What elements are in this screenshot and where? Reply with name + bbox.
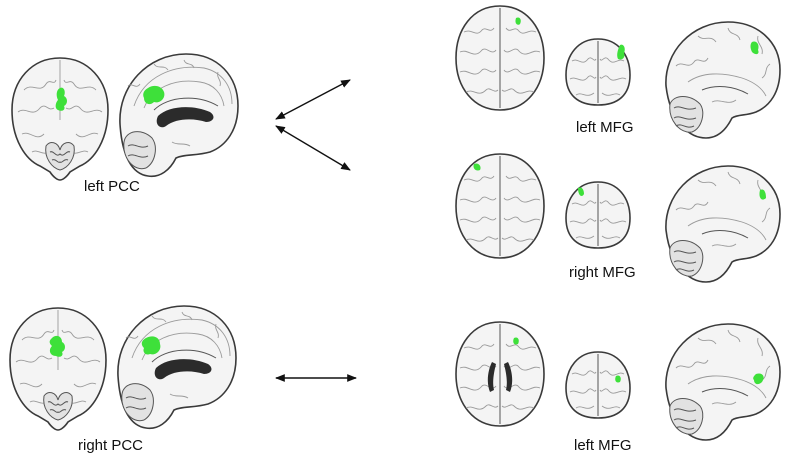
activation-blob — [55, 87, 67, 111]
activation-blob — [143, 85, 165, 105]
activation-blob — [141, 336, 161, 355]
right-mfg-lateral-slice — [665, 165, 781, 283]
right-pcc-label: right PCC — [78, 437, 144, 454]
left-mfg-top-axial-slice — [455, 5, 545, 111]
connection-arrow-left-pcc-to-right-mfg — [275, 125, 351, 171]
right-pcc-coronal-slice — [9, 307, 107, 431]
activation-blob — [513, 337, 519, 345]
left-mfg-bottom-frontal-slice — [565, 351, 631, 419]
left-pcc-sagittal-slice — [119, 53, 239, 178]
right-mfg-frontal-slice — [565, 181, 631, 249]
activation-blob — [515, 17, 521, 25]
left-mfg-top-label: left MFG — [576, 119, 634, 136]
activation-blob — [49, 335, 65, 357]
activation-blob — [615, 375, 621, 383]
activation-blob — [753, 373, 764, 385]
activation-blob — [759, 189, 766, 200]
right-mfg-label: right MFG — [569, 264, 636, 281]
activation-blob — [617, 44, 625, 60]
left-mfg-bottom-label: left MFG — [574, 437, 632, 454]
right-mfg-axial-slice — [455, 153, 545, 259]
connection-arrow-left-pcc-to-left-mfg — [275, 79, 351, 120]
activation-blob — [473, 163, 481, 171]
activation-blob — [578, 187, 584, 196]
left-mfg-top-frontal-slice — [565, 38, 631, 106]
activation-blob — [750, 41, 759, 55]
right-pcc-sagittal-slice — [117, 305, 237, 430]
left-mfg-bottom-lateral-slice — [665, 323, 781, 441]
left-pcc-coronal-slice — [11, 57, 109, 181]
left-mfg-top-lateral-slice — [665, 21, 781, 139]
left-mfg-bottom-axial-slice — [456, 322, 544, 426]
left-pcc-label: left PCC — [84, 178, 140, 195]
